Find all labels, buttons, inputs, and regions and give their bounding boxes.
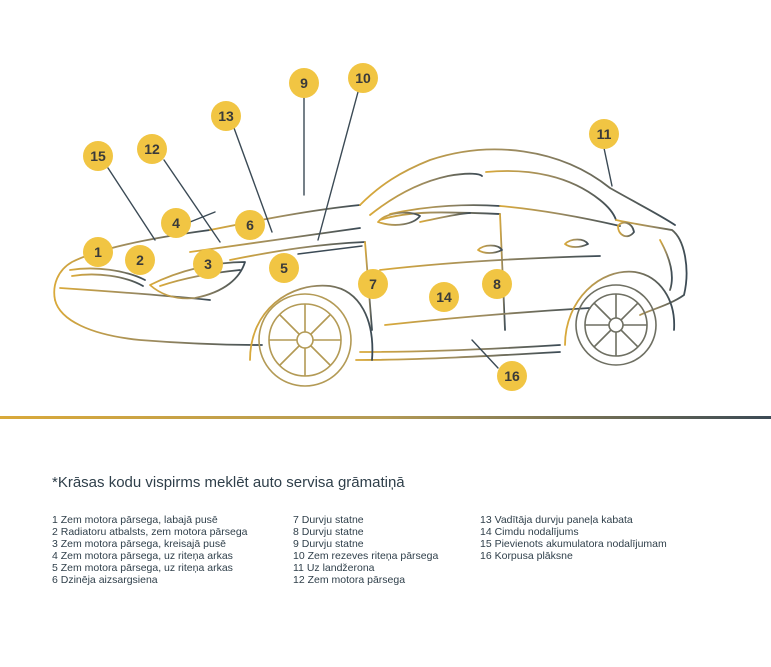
marker-14: 14 xyxy=(429,282,459,312)
marker-number: 3 xyxy=(204,256,212,272)
legend-item: 13 Vadītāja durvju paneļa kabata xyxy=(480,514,633,526)
leader-lines xyxy=(107,91,613,369)
legend-item: 12 Zem motora pārsega xyxy=(293,574,406,586)
marker-number: 13 xyxy=(218,108,234,124)
marker-12: 12 xyxy=(137,134,167,164)
marker-8: 8 xyxy=(482,269,512,299)
marker-circle xyxy=(269,253,299,283)
marker-15: 15 xyxy=(83,141,113,171)
legend-item: 5 Zem motora pārsega, uz riteņa arkas xyxy=(52,562,233,574)
marker-10: 10 xyxy=(348,63,378,93)
marker-number: 9 xyxy=(300,75,308,91)
marker-circle xyxy=(289,68,319,98)
legend-item: 15 Pievienots akumulatora nodalījumam xyxy=(480,538,667,550)
legend-item: 7 Durvju statne xyxy=(293,514,364,526)
marker-circle xyxy=(211,101,241,131)
marker-number: 1 xyxy=(94,244,102,260)
marker-7: 7 xyxy=(358,269,388,299)
legend-item: 16 Korpusa plāksne xyxy=(480,550,573,562)
car-outline xyxy=(53,148,688,361)
legend-item: 14 Cimdu nodalījums xyxy=(480,526,579,538)
marker-circle xyxy=(161,208,191,238)
marker-circle xyxy=(589,119,619,149)
marker-circle xyxy=(429,282,459,312)
legend-item: 1 Zem motora pārsega, labajā pusē xyxy=(52,514,218,526)
legend-item: 11 Uz landžerona xyxy=(293,562,375,574)
legend-item: 4 Zem motora pārsega, uz riteņa arkas xyxy=(52,550,233,562)
legend-item: 2 Radiatoru atbalsts, zem motora pārsega xyxy=(52,526,248,538)
front-wheel xyxy=(258,293,352,387)
marker-number: 16 xyxy=(504,368,520,384)
marker-number: 7 xyxy=(369,276,377,292)
legend-item: 10 Zem rezeves riteņa pārsega xyxy=(293,550,439,562)
marker-number: 6 xyxy=(246,217,254,233)
marker-1: 1 xyxy=(83,237,113,267)
marker-2: 2 xyxy=(125,245,155,275)
marker-circle xyxy=(482,269,512,299)
marker-4: 4 xyxy=(161,208,191,238)
marker-circle xyxy=(348,63,378,93)
marker-6: 6 xyxy=(235,210,265,240)
legend-item: 8 Durvju statne xyxy=(293,526,364,538)
marker-circle xyxy=(497,361,527,391)
divider-line xyxy=(0,416,771,419)
marker-number: 15 xyxy=(90,148,106,164)
marker-circle xyxy=(358,269,388,299)
legend-item: 3 Zem motora pārsega, kreisajā pusē xyxy=(52,538,226,550)
marker-circle xyxy=(193,249,223,279)
legend-item: 6 Dzinēja aizsargsiena xyxy=(52,574,158,586)
marker-circle xyxy=(83,237,113,267)
marker-5: 5 xyxy=(269,253,299,283)
rear-wheel xyxy=(575,284,657,366)
paint-code-note: *Krāsas kodu vispirms meklēt auto servis… xyxy=(52,474,405,491)
marker-number: 14 xyxy=(436,289,452,305)
marker-number: 2 xyxy=(136,252,144,268)
marker-16: 16 xyxy=(497,361,527,391)
marker-number: 10 xyxy=(355,70,371,86)
marker-circle xyxy=(235,210,265,240)
marker-number: 12 xyxy=(144,141,160,157)
legend-item: 9 Durvju statne xyxy=(293,538,364,550)
marker-number: 11 xyxy=(597,126,612,142)
marker-circle xyxy=(137,134,167,164)
marker-13: 13 xyxy=(211,101,241,131)
marker-number: 4 xyxy=(172,215,180,231)
marker-circle xyxy=(83,141,113,171)
marker-11: 11 xyxy=(589,119,619,149)
marker-circle xyxy=(125,245,155,275)
marker-9: 9 xyxy=(289,68,319,98)
marker-number: 5 xyxy=(280,260,288,276)
marker-3: 3 xyxy=(193,249,223,279)
marker-number: 8 xyxy=(493,276,501,292)
